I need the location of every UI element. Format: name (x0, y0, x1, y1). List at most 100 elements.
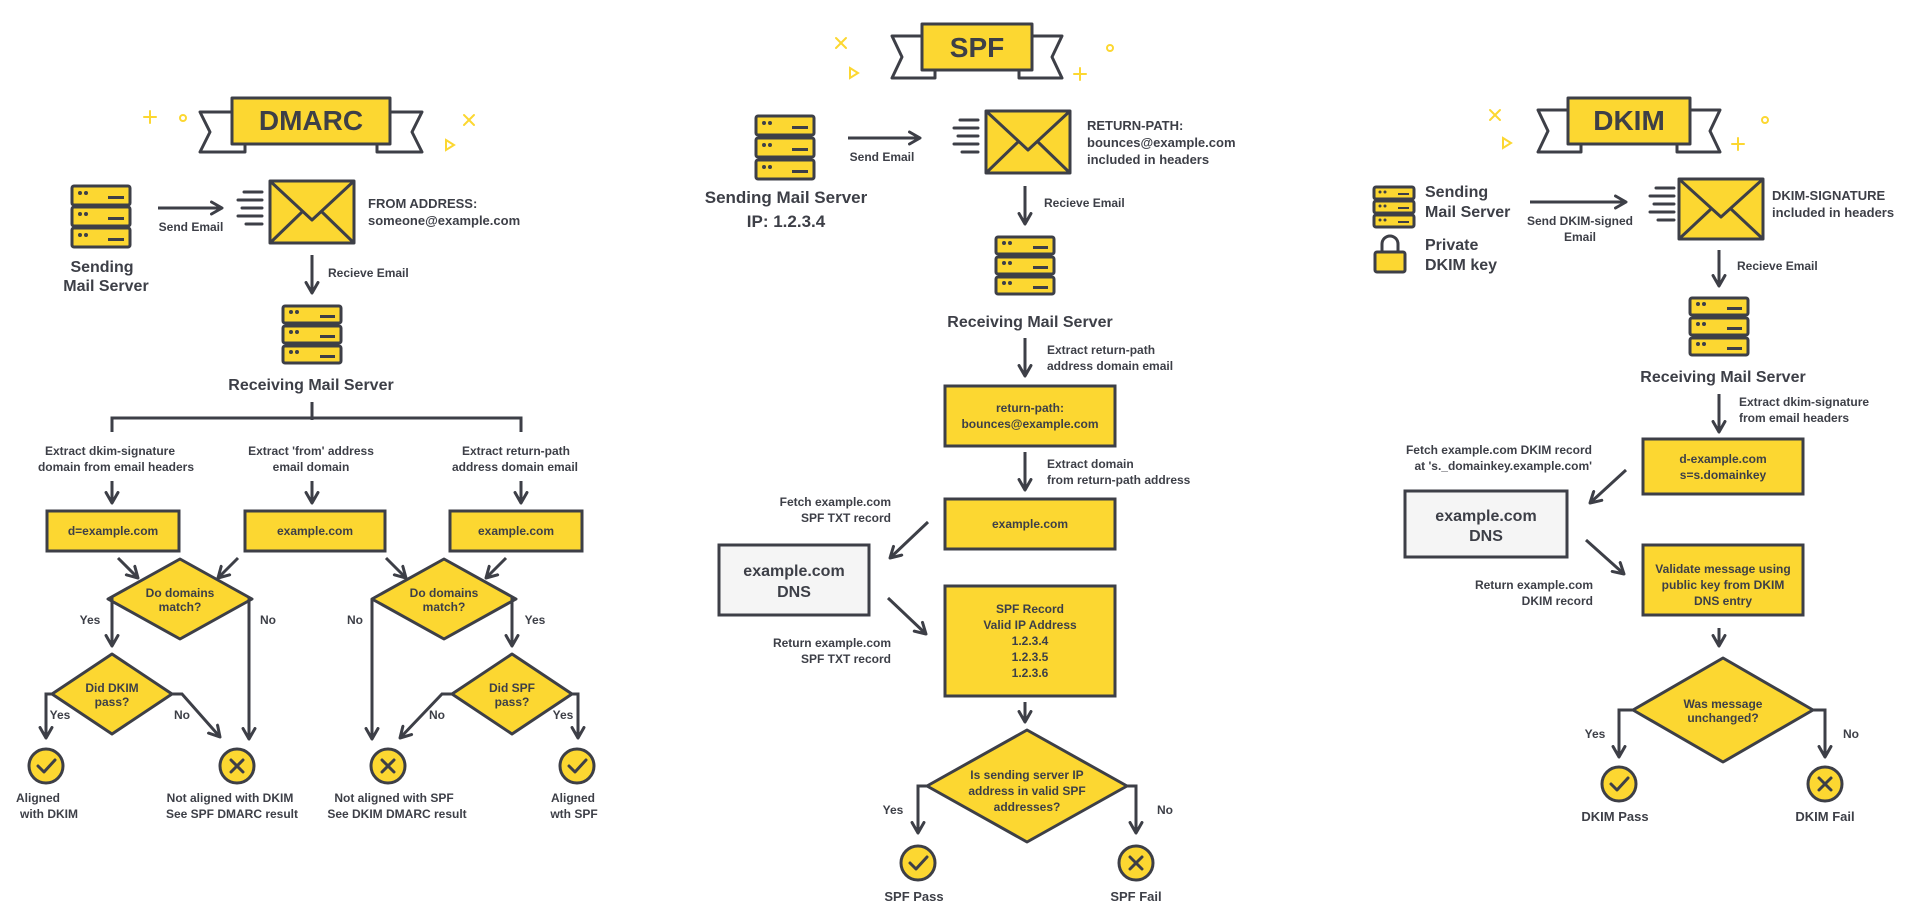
dmarc-spf-pass-text: Did SPF (489, 681, 535, 695)
spf-return-path-box-text-2: bounces@example.com (961, 417, 1098, 431)
dmarc-receive-email-label: Recieve Email (328, 266, 409, 280)
dmarc-extract-from-label-2: email domain (273, 460, 350, 474)
dkim-title-banner (1536, 96, 1722, 154)
dmarc-spf-pass-branches (398, 692, 586, 740)
dmarc-left-decision-branches (104, 597, 257, 741)
dmarc-aligned-spf-check-icon (558, 747, 596, 785)
dmarc-no-left: No (260, 613, 276, 627)
dmarc-from-domain-box (243, 509, 387, 553)
dmarc-yes-spf: Yes (553, 708, 574, 722)
spf-sending-server-icon (754, 114, 816, 181)
dmarc-right-decision-branches (364, 597, 520, 741)
spf-return-path-heading: RETURN-PATH: (1087, 118, 1183, 133)
dmarc-no-dkim: No (174, 708, 190, 722)
spf-fetch-label: Fetch example.com (780, 495, 891, 509)
spf-extract-domain-label: Extract domain (1047, 457, 1134, 471)
dkim-validate-text-2: public key from DKIM (1662, 578, 1785, 592)
dkim-yes: Yes (1585, 727, 1606, 741)
dmarc-dkim-pass-branches (38, 692, 222, 740)
dmarc-extract-dkim-label-2: domain from email headers (38, 460, 194, 474)
dkim-title: DKIM (1593, 105, 1665, 136)
dmarc-left-decision-text-2: match? (159, 600, 202, 614)
spf-decision (925, 728, 1129, 844)
spf-dns-text: example.com (743, 563, 844, 580)
dmarc-sending-server-label-2: Mail Server (63, 278, 148, 295)
dkim-envelope-icon (1648, 177, 1765, 241)
spf-receive-email-label: Recieve Email (1044, 196, 1125, 210)
dmarc-dkim-domain-text: d=example.com (68, 524, 158, 538)
dmarc-yes-left: Yes (80, 613, 101, 627)
spf-decision-text: Is sending server IP (970, 768, 1083, 782)
spf-decision-text-2: address in valid SPF (968, 784, 1085, 798)
spf-record-box (943, 584, 1117, 698)
dkim-signature-heading: DKIM-SIGNATURE (1772, 188, 1885, 203)
spf-dns-text-2: DNS (777, 584, 811, 601)
dkim-domain-box (1641, 437, 1805, 496)
spf-pass-label: SPF Pass (884, 889, 943, 904)
spf-return-path-note: included in headers (1087, 152, 1209, 167)
spf-fail-x-icon (1117, 844, 1155, 882)
dmarc-aligned-spf-label: Aligned (551, 791, 595, 805)
dmarc-down-arrows (104, 481, 529, 505)
dmarc-dkim-pass-decision (50, 652, 174, 736)
spf-decorations (835, 37, 1114, 81)
dkim-send-signed-label: Send DKIM-signed (1527, 214, 1633, 228)
dmarc-sending-server-icon (70, 184, 132, 249)
dkim-return-arrow (1584, 538, 1626, 576)
spf-yes: Yes (883, 803, 904, 817)
dkim-domain-box-text-2: s=s.domainkey (1680, 468, 1767, 482)
dkim-send-signed-label-2: Email (1564, 230, 1596, 244)
dmarc-not-aligned-spf-label-2: See DKIM DMARC result (327, 807, 466, 821)
dmarc-aligned-dkim-label: Aligned (16, 791, 60, 805)
spf-return-path-box (943, 384, 1117, 448)
dkim-fetch-arrow (1588, 468, 1628, 505)
spf-no: No (1157, 803, 1173, 817)
dmarc-no-spf: No (429, 708, 445, 722)
dkim-pass-check-icon (1600, 765, 1638, 803)
dkim-domain-box-text: d-example.com (1679, 452, 1766, 466)
dkim-private-key-label-2: DKIM key (1425, 257, 1497, 274)
dmarc-merge-arrows (116, 556, 508, 580)
dkim-decision (1631, 656, 1815, 764)
spf-title-banner (890, 22, 1064, 80)
dmarc-branch-lines (110, 402, 523, 432)
dkim-signature-note: included in headers (1772, 205, 1894, 220)
dmarc-right-decision (370, 557, 518, 641)
dkim-extract-sig-label-2: from email headers (1739, 411, 1849, 425)
dkim-validate-text-3: DNS entry (1694, 594, 1752, 608)
dmarc-no-right: No (347, 613, 363, 627)
dmarc-yes-dkim: Yes (50, 708, 71, 722)
dkim-validate-text: Validate message using (1655, 562, 1790, 576)
dkim-return-label: Return example.com (1475, 578, 1593, 592)
spf-pass-check-icon (899, 844, 937, 882)
spf-send-email-label: Send Email (850, 150, 915, 164)
dmarc-aligned-dkim-check-icon (27, 747, 65, 785)
dmarc-dkim-domain-box (45, 509, 181, 553)
dmarc-left-decision (106, 557, 254, 641)
spf-envelope-icon (952, 109, 1072, 175)
spf-extract-domain-label-2: from return-path address (1047, 473, 1191, 487)
dkim-fetch-label-2: at 's._domainkey.example.com' (1414, 459, 1592, 473)
dmarc-extract-from-label: Extract 'from' address (248, 444, 374, 458)
dkim-dns-text-2: DNS (1469, 528, 1503, 545)
dkim-decision-text: Was message (1684, 697, 1763, 711)
dmarc-aligned-spf-label-2: wth SPF (549, 807, 597, 821)
dmarc-title: DMARC (259, 105, 363, 136)
dkim-fail-label: DKIM Fail (1795, 809, 1854, 824)
dmarc-spf-pass-decision (450, 652, 574, 736)
spf-decision-branches (910, 784, 1144, 835)
spf-section: SPF Sending Mail Server IP: 1.2.3.4 Send… (705, 22, 1236, 904)
dmarc-send-email-label: Send Email (159, 220, 224, 234)
dmarc-from-address-heading: FROM ADDRESS: (368, 196, 477, 211)
spf-return-path-box-text: return-path: (996, 401, 1064, 415)
dkim-dns-text: example.com (1435, 508, 1536, 525)
dmarc-not-aligned-spf-x-icon (369, 747, 407, 785)
spf-domain-box (943, 497, 1117, 551)
dkim-fail-x-icon (1806, 765, 1844, 803)
dkim-receiving-server-label: Receiving Mail Server (1640, 369, 1805, 386)
spf-domain-box-text: example.com (992, 517, 1068, 531)
dmarc-decorations (143, 110, 475, 152)
spf-return-arrow (886, 596, 928, 636)
dmarc-extract-dkim-label: Extract dkim-signature (45, 444, 175, 458)
